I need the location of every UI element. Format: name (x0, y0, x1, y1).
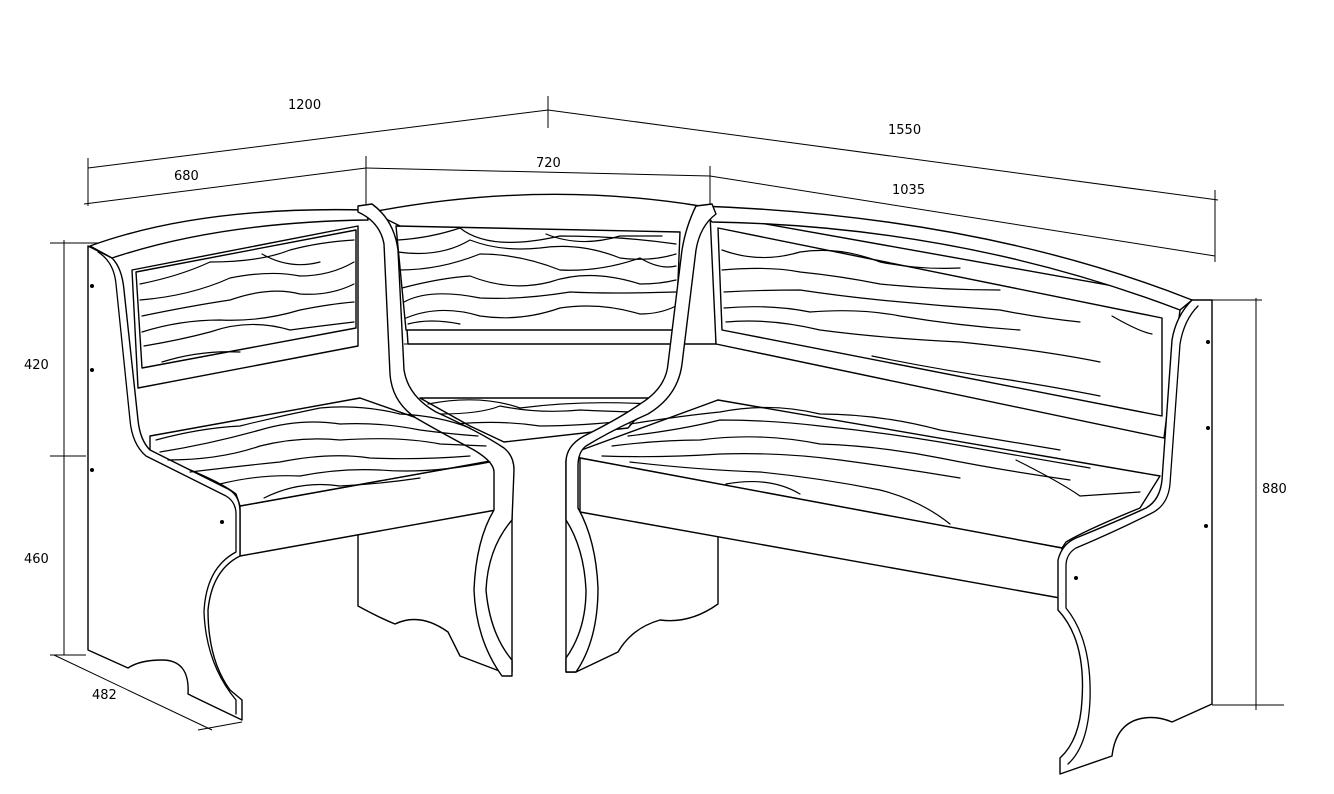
dim-seat-height: 460 (24, 552, 49, 567)
dim-depth: 482 (92, 688, 117, 703)
right-back-grain (721, 249, 1153, 397)
dim-middle-section: 720 (536, 156, 561, 171)
dim-left-section: 680 (174, 169, 199, 184)
dim-total-left: 1200 (288, 98, 321, 113)
dim-right-section: 1035 (892, 183, 925, 198)
dim-total-right: 1550 (888, 123, 921, 138)
middle-bench-section (357, 193, 719, 673)
dim-total-height: 880 (1262, 482, 1287, 497)
right-seat-grain (601, 406, 1141, 525)
middle-back-grain (397, 227, 677, 325)
left-back-grain (139, 239, 355, 363)
dimension-lines (50, 96, 1284, 731)
dim-back-height: 420 (24, 358, 49, 373)
screw-holes (90, 284, 1210, 580)
left-seat-grain (155, 406, 491, 499)
dimension-labels: 1200 1550 680 720 1035 420 460 880 482 (24, 98, 1287, 703)
middle-seat-grain (427, 399, 651, 427)
right-bench-section (565, 203, 1213, 775)
